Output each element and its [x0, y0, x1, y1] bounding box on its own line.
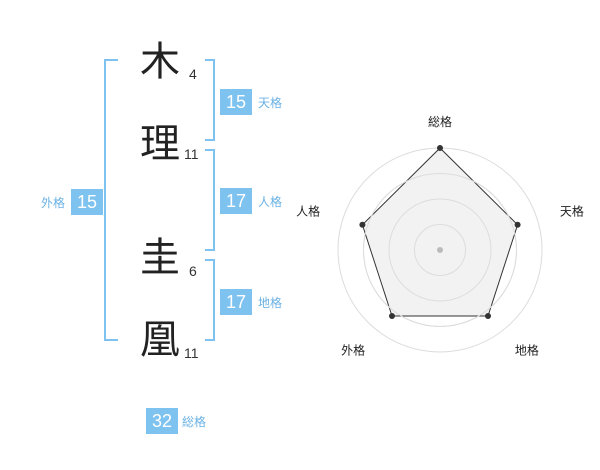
- jinkaku-label: 人格: [258, 194, 283, 209]
- radar-axis-label-4: 外格: [341, 342, 365, 357]
- soukaku-value: 32: [146, 408, 178, 434]
- radar-axis-label-3: 地格: [515, 342, 539, 357]
- stroke-count-4: 11: [184, 345, 199, 361]
- radar-center-dot: [437, 247, 443, 253]
- chikaku-value: 17: [220, 289, 252, 315]
- name-char-3: 圭: [140, 235, 180, 281]
- radar-inner-ring-1: [414, 224, 466, 276]
- radar-axis-label-2: 天格: [560, 204, 584, 219]
- name-char-1: 木: [140, 39, 180, 85]
- tenkaku-bracket: [205, 59, 215, 141]
- tenkaku-badge: 15 天格: [220, 89, 282, 115]
- radar-inner-ring-3: [363, 173, 517, 327]
- radar-point-3: [485, 313, 491, 319]
- radar-area: [361, 147, 519, 317]
- gaikaku-badge: 外格 15: [41, 189, 104, 215]
- jinkaku-value: 17: [220, 188, 252, 214]
- stroke-count-1: 4: [189, 66, 197, 82]
- gaikaku-value: 15: [71, 189, 104, 215]
- radar-point-5: [359, 221, 366, 228]
- chikaku-bracket: [205, 259, 215, 341]
- jinkaku-bracket: [205, 149, 215, 251]
- tenkaku-label: 天格: [258, 95, 283, 110]
- gaikaku-bracket: [104, 59, 118, 341]
- soukaku-badge: 32 総格: [146, 408, 206, 434]
- stroke-count-2: 11: [184, 146, 199, 162]
- tenkaku-value: 15: [220, 89, 252, 115]
- chikaku-badge: 17 地格: [220, 289, 282, 315]
- radar-inner-ring-2: [388, 198, 492, 302]
- radar-axis-label-1: 総格: [428, 114, 452, 129]
- gaikaku-label: 外格: [41, 195, 66, 210]
- radar-axis-label-5: 人格: [296, 204, 320, 219]
- stroke-count-3: 6: [189, 263, 197, 279]
- radar-point-4: [389, 313, 395, 319]
- name-char-2: 理: [140, 121, 180, 167]
- name-char-4: 凰: [140, 317, 180, 363]
- jinkaku-badge: 17 人格: [220, 188, 282, 214]
- radar-point-1: [437, 145, 443, 151]
- radar-point-2: [514, 221, 521, 228]
- chikaku-label: 地格: [258, 295, 283, 310]
- soukaku-label: 総格: [182, 414, 207, 429]
